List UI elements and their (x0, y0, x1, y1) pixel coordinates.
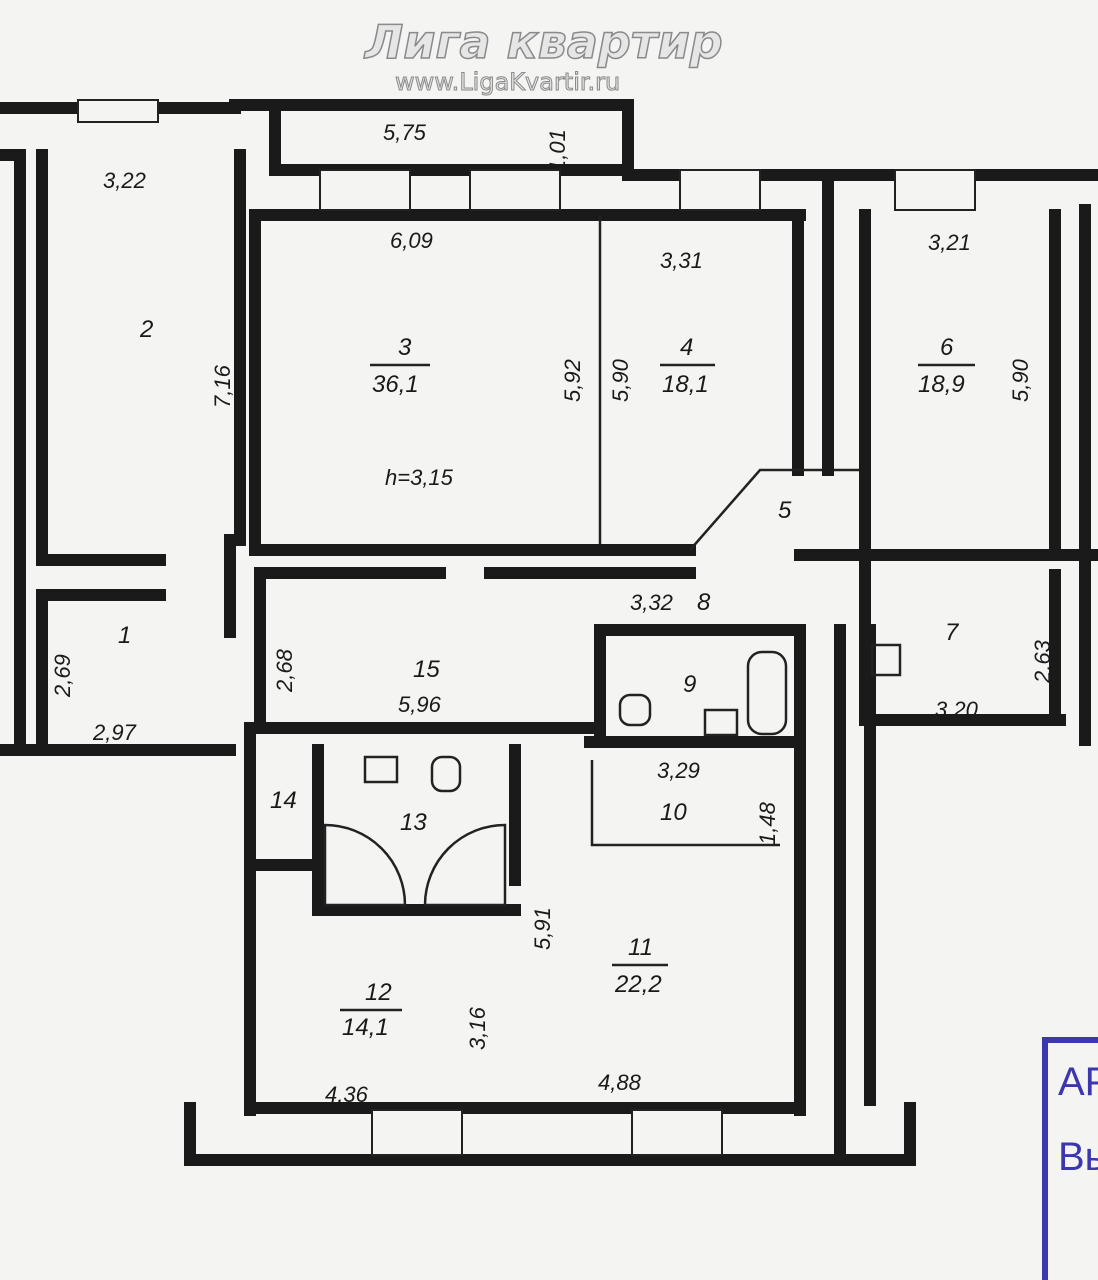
dim-label: 3,22 (103, 168, 146, 193)
toilet-icon (618, 693, 652, 727)
dim-label: 6,09 (390, 228, 433, 253)
room-9-number: 9 (683, 671, 696, 698)
room-3-number: 3 (398, 334, 412, 361)
room-15-number: 15 (413, 656, 440, 683)
stamp: АР Вы (1042, 1037, 1098, 1280)
ceiling-height: h=3,15 (385, 465, 454, 490)
room-12-area: 14,1 (342, 1014, 389, 1041)
dim-label: 7,16 (210, 364, 235, 408)
dim-label: 5,96 (398, 692, 442, 717)
sink-icon (363, 755, 399, 784)
dim-label: 4,88 (598, 1070, 642, 1095)
watermark: Лига квартир www.LigaKvartir.ru (362, 14, 723, 96)
toilet-icon (430, 755, 462, 793)
walls (0, 99, 1098, 1166)
dim-label: 5,75 (383, 120, 427, 145)
sink-icon (870, 643, 902, 677)
dim-label: 3,31 (660, 248, 703, 273)
corner-bath-icon (323, 823, 407, 907)
dim-label: 3,20 (935, 697, 979, 722)
dim-label: 5,92 (560, 359, 585, 402)
dim-label: 3,16 (465, 1006, 490, 1050)
room-11-area: 22,2 (614, 971, 662, 998)
dim-label: 5,91 (530, 907, 555, 950)
watermark-url: www.LigaKvartir.ru (395, 68, 620, 96)
stamp-line-2: Вы (1058, 1135, 1098, 1179)
room-10-number: 10 (660, 799, 687, 826)
dim-label: 3,21 (928, 230, 971, 255)
shower-icon (423, 823, 507, 907)
dim-label: 2,69 (50, 654, 75, 698)
dim-label: 1,48 (755, 801, 780, 845)
dim-label: 5,90 (608, 358, 633, 402)
room-6-area: 18,9 (918, 371, 965, 398)
room-12-number: 12 (365, 979, 392, 1006)
watermark-title: Лига квартир (363, 15, 723, 69)
room-14-number: 14 (270, 787, 297, 814)
fixtures (323, 643, 902, 907)
dim-label: 3,29 (657, 758, 700, 783)
dimension-labels: 5,75 1,01 3,22 6,09 3,31 3,21 7,16 5,92 … (50, 120, 1055, 1107)
dim-label: 3,32 (630, 590, 673, 615)
room-4-number: 4 (680, 334, 693, 361)
room-4-area: 18,1 (662, 371, 709, 398)
stamp-line-1: АР (1058, 1060, 1098, 1104)
room-labels: 2 3 36,1 4 18,1 5 6 18,9 7 8 9 10 11 22,… (118, 316, 975, 1041)
dim-label: 4,36 (325, 1082, 369, 1107)
windows (77, 99, 976, 1156)
dim-label: 1,01 (545, 129, 570, 172)
room-5-number: 5 (778, 497, 792, 524)
sink-icon (703, 708, 739, 737)
room-13-number: 13 (400, 809, 427, 836)
room-3-area: 36,1 (372, 371, 419, 398)
dim-label: 2,97 (92, 720, 137, 745)
bathtub-icon (746, 650, 788, 736)
room-8-number: 8 (697, 589, 711, 616)
room-2-number: 2 (139, 316, 153, 343)
dim-label: 2,63 (1030, 639, 1055, 684)
room-6-number: 6 (940, 334, 954, 361)
dim-label: 5,90 (1008, 358, 1033, 402)
room-1-number: 1 (118, 622, 131, 649)
room-11-number: 11 (628, 934, 653, 961)
room-7-number: 7 (945, 619, 960, 646)
dim-label: 2,68 (272, 648, 297, 693)
